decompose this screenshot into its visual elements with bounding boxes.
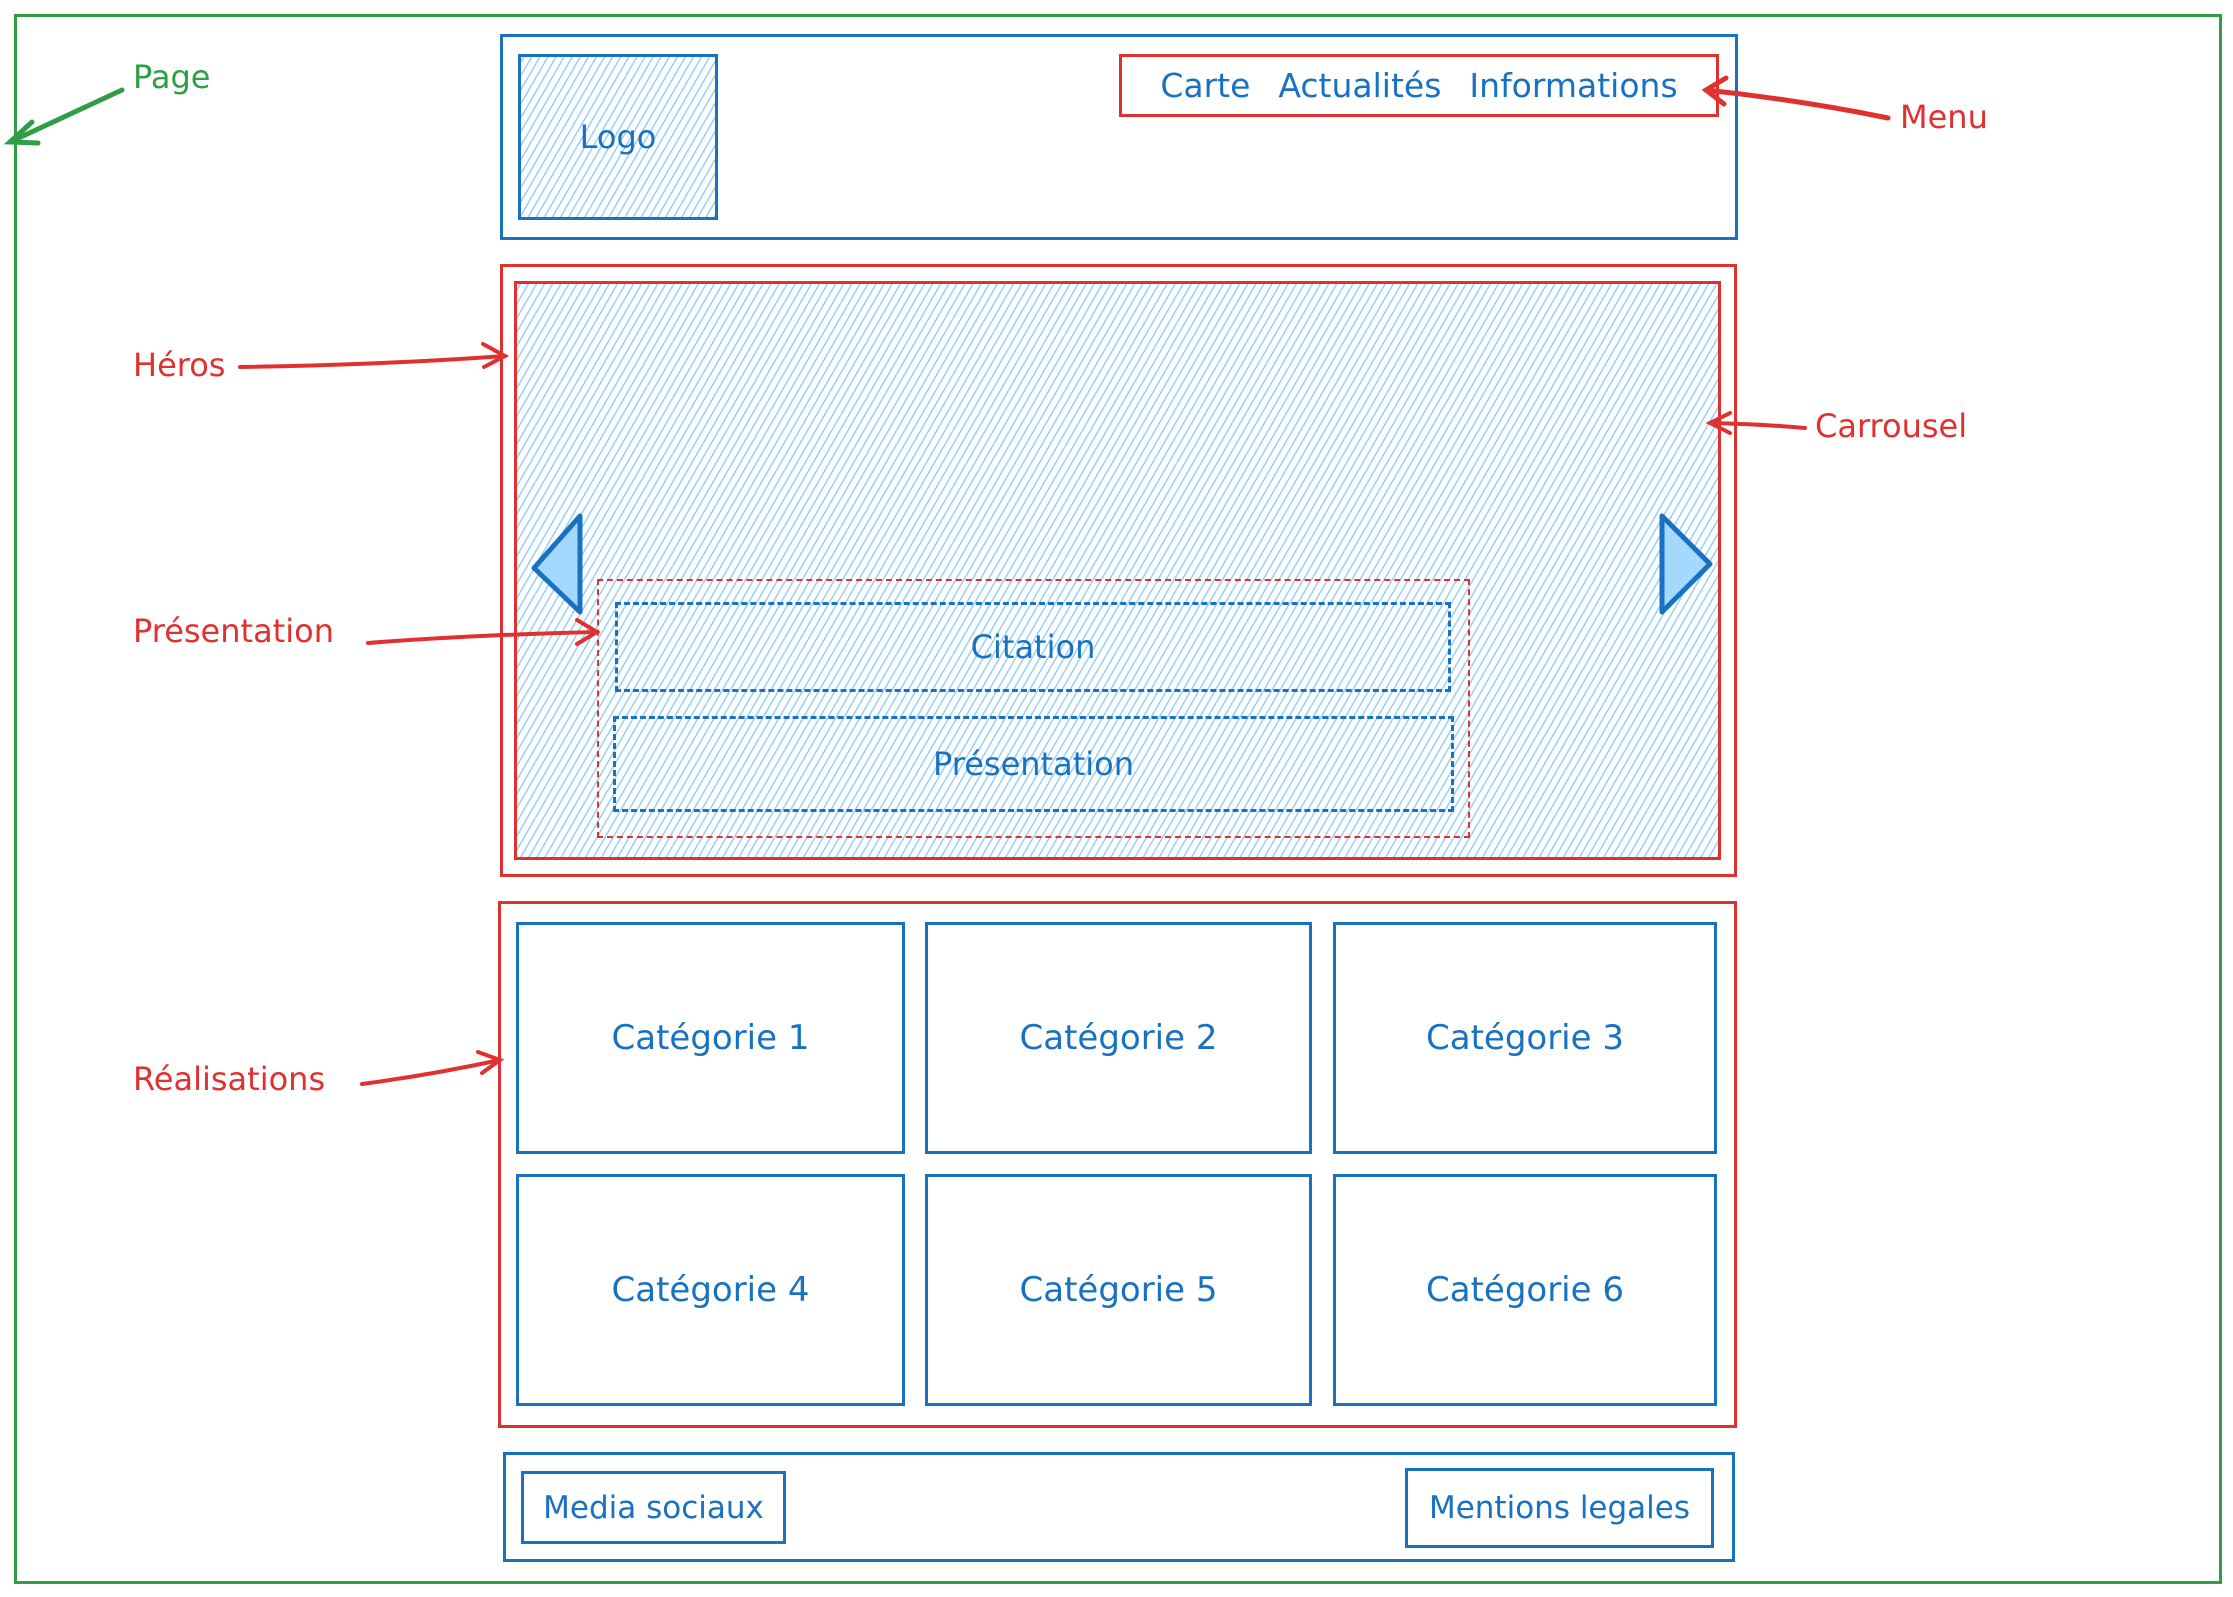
annotation-menu: Menu <box>1900 98 1988 136</box>
chevron-right-icon <box>1659 513 1713 615</box>
category-label: Catégorie 4 <box>611 1270 810 1310</box>
social-media-link[interactable]: Media sociaux <box>521 1471 786 1544</box>
logo-label: Logo <box>579 118 657 156</box>
legal-notice-link[interactable]: Mentions legales <box>1405 1468 1714 1548</box>
menu-item-carte[interactable]: Carte <box>1160 66 1251 105</box>
carousel-next-button[interactable] <box>1654 512 1716 618</box>
menu-item-informations[interactable]: Informations <box>1469 66 1678 105</box>
category-card-4[interactable]: Catégorie 4 <box>516 1174 905 1406</box>
citation-box: Citation <box>615 602 1451 692</box>
annotation-realisations: Réalisations <box>133 1060 326 1098</box>
category-card-1[interactable]: Catégorie 1 <box>516 922 905 1154</box>
category-label: Catégorie 2 <box>1019 1018 1218 1058</box>
presentation-block <box>597 579 1470 838</box>
category-label: Catégorie 6 <box>1426 1270 1624 1310</box>
category-label: Catégorie 1 <box>611 1018 810 1058</box>
citation-label: Citation <box>970 628 1096 666</box>
annotation-page: Page <box>133 58 211 96</box>
logo[interactable]: Logo <box>518 54 718 220</box>
presentation-label: Présentation <box>933 745 1134 783</box>
category-card-5[interactable]: Catégorie 5 <box>925 1174 1312 1406</box>
menu-item-actualites[interactable]: Actualités <box>1278 66 1442 105</box>
category-label: Catégorie 5 <box>1019 1270 1218 1310</box>
social-media-label: Media sociaux <box>543 1489 764 1526</box>
category-card-2[interactable]: Catégorie 2 <box>925 922 1312 1154</box>
category-label: Catégorie 3 <box>1426 1018 1624 1058</box>
carousel <box>514 281 1721 860</box>
main-menu: Carte Actualités Informations <box>1119 54 1719 117</box>
carousel-prev-button[interactable] <box>528 512 588 618</box>
footer <box>503 1452 1735 1562</box>
category-card-6[interactable]: Catégorie 6 <box>1333 1174 1717 1406</box>
hero-section <box>500 264 1737 877</box>
page-frame <box>14 14 2222 1584</box>
annotation-presentation: Présentation <box>133 612 334 650</box>
annotation-carrousel: Carrousel <box>1815 407 1968 445</box>
legal-notice-label: Mentions legales <box>1428 1490 1691 1526</box>
category-card-3[interactable]: Catégorie 3 <box>1333 922 1717 1154</box>
annotation-heros: Héros <box>133 346 226 384</box>
chevron-left-icon <box>531 513 583 615</box>
realisations-section <box>498 901 1737 1428</box>
presentation-box: Présentation <box>613 716 1454 812</box>
header <box>500 34 1738 240</box>
